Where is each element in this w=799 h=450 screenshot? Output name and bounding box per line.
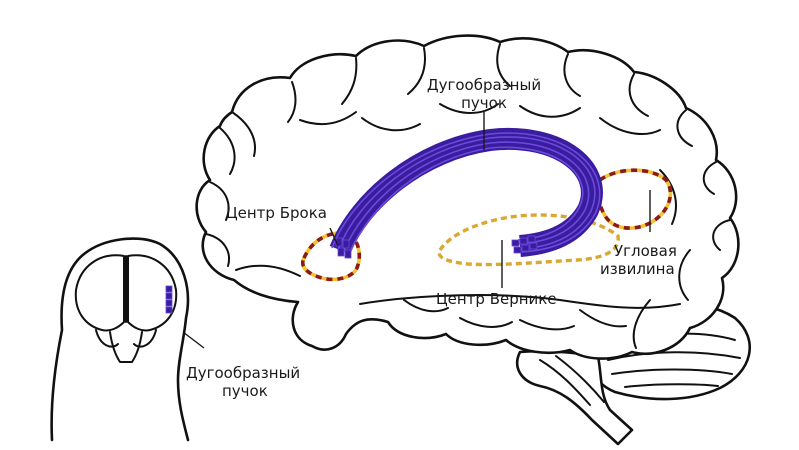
- fiber-end: [513, 246, 522, 254]
- fiber-end: [165, 285, 173, 293]
- label-broca: Центр Брока: [226, 204, 327, 222]
- wernicke-area-outline: [437, 213, 620, 267]
- arcuate-fasciculus: [329, 127, 603, 259]
- labels: Дугообразный пучок Центр Брока Угловая и…: [186, 76, 677, 400]
- wernicke-area: [437, 213, 620, 267]
- arcuate-fasciculus-fiber: [349, 146, 584, 253]
- lateral-fissure: [235, 264, 301, 277]
- fiber-end: [165, 292, 173, 300]
- label-angular-line2: извилина: [600, 260, 675, 278]
- arcuate-fasciculus-fiber: [343, 141, 590, 252]
- fiber-end: [344, 249, 352, 259]
- fiber-end: [337, 247, 345, 257]
- fiber-end: [342, 239, 350, 249]
- leader-broca: [329, 227, 339, 247]
- label-angular-line1: Угловая: [614, 242, 677, 260]
- fiber-end: [529, 242, 538, 250]
- fiber-end: [527, 235, 536, 243]
- fiber-end: [165, 306, 173, 314]
- brain-left-hemisphere: [74, 254, 125, 332]
- brainstem-lines: [539, 355, 605, 406]
- label-arcuate-top-line1: Дугообразный: [427, 76, 541, 94]
- fiber-end: [165, 299, 173, 307]
- fiber-end: [519, 237, 528, 245]
- head-inset: [50, 237, 190, 442]
- arcuate-fasciculus-bundle: [329, 127, 603, 257]
- temporal-lobe-line: [359, 294, 681, 309]
- arcuate-fasciculus-fiber: [331, 132, 601, 253]
- brain-right-hemisphere: [127, 254, 178, 332]
- brainstem-inset: [109, 331, 143, 363]
- cerebellum-inset: [95, 329, 157, 348]
- fiber-end: [511, 239, 520, 247]
- label-arcuate-top-line2: пучок: [461, 94, 507, 112]
- label-arcuate-bottom-line1: Дугообразный: [186, 364, 300, 382]
- arcuate-fasciculus-ends: [335, 235, 538, 259]
- label-wernicke: Центр Вернике: [436, 290, 557, 308]
- head-outline: [50, 237, 190, 442]
- inset-arcuate-fasciculus: [165, 285, 173, 314]
- sulci: [205, 43, 731, 349]
- label-arcuate-bottom-line2: пучок: [222, 382, 268, 400]
- angular-gyrus-dash: [595, 168, 673, 230]
- arcuate-fasciculus-fiber: [337, 136, 596, 251]
- fiber-end: [521, 244, 530, 252]
